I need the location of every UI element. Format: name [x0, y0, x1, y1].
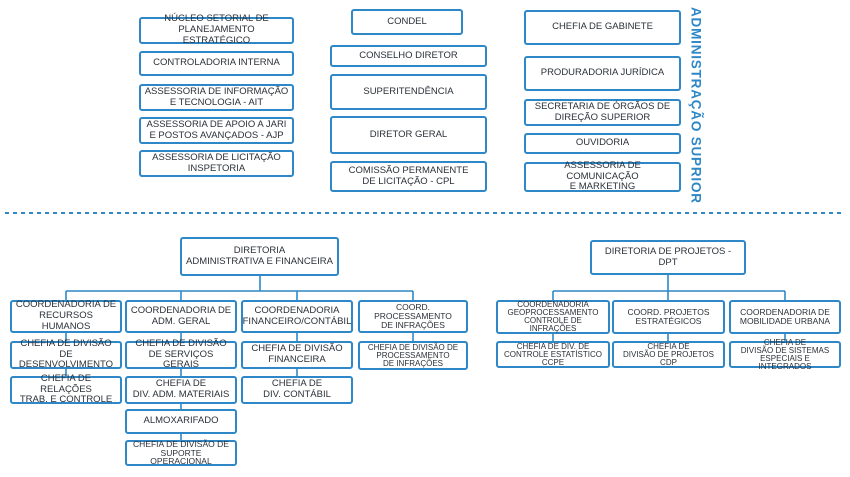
org-box-label: CONDEL: [387, 15, 427, 27]
org-box-label: OUVIDORIA: [575, 137, 630, 149]
org-box-label: ASSESSORIA DE INFORMAÇÃO E TECNOLOGIA - …: [144, 85, 289, 108]
org-box-label: CHEFIA DE DIVISÃO DE PROCESSAMENTO DE IN…: [367, 342, 459, 368]
org-box-conselho-diretor: CONSELHO DIRETOR: [330, 45, 487, 67]
org-box-label: COORD. PROJETOS ESTRATÉGICOS: [627, 307, 710, 326]
org-box-superintendencia: SUPERITENDÊNCIA: [330, 74, 487, 110]
dpt-proj-chefia-cdp: CHEFIA DE DIVISÃO DE PROJETOS CDP: [612, 341, 725, 368]
org-box-label: CHEFIA DE GABINETE: [552, 21, 653, 33]
daf-adm-almoxarifado: ALMOXARIFADO: [125, 409, 237, 434]
org-box-label: PRODURADORIA JURÍDICA: [540, 67, 665, 79]
org-box-assessoria-ait: ASSESSORIA DE INFORMAÇÃO E TECNOLOGIA - …: [139, 84, 294, 111]
dpt-title-box: DIRETORIA DE PROJETOS - DPT: [590, 240, 746, 275]
org-box-label: SUPERITENDÊNCIA: [363, 85, 454, 97]
section-title-vertical: ADMINISTRAÇÃO SUPRIOR: [688, 6, 704, 204]
dpt-coord-mobilidade: COORDENADORIA DE MOBILIDADE URBANA: [729, 300, 841, 334]
daf-coord-financeiro: COORDENADORIA FINANCEIRO/CONTÁBIL: [241, 300, 353, 333]
daf-adm-chefia-materiais: CHEFIA DE DIV. ADM. MATERIAIS: [125, 376, 237, 404]
dpt-coord-projetos: COORD. PROJETOS ESTRATÉGICOS: [612, 300, 725, 334]
org-box-label: COORDENADORIA DE RECURSOS HUMANOS: [15, 299, 117, 332]
org-box-label: CONTROLADORIA INTERNA: [153, 57, 280, 69]
org-box-label: ASSESSORIA DE COMUNICAÇÃO E MARKETING: [564, 159, 641, 193]
dpt-coord-geoprocessamento: COORDENADORIA GEOPROCESSAMENTO CONTROLE …: [496, 300, 610, 334]
org-box-ouvidoria: OUVIDORIA: [524, 133, 681, 154]
daf-proc-chefia-infracoes: CHEFIA DE DIVISÃO DE PROCESSAMENTO DE IN…: [358, 341, 468, 370]
org-box-label: DIRETOR GERAL: [369, 128, 448, 140]
org-box-label: COMISSÃO PERMANENTE DE LICITAÇÃO - CPL: [348, 164, 469, 187]
org-box-label: ASSESSORIA DE APOIO A JARI E POSTOS AVAN…: [146, 118, 287, 141]
org-box-label: CHEFIA DE DIVISÃO DE DESENVOLVIMENTO: [18, 337, 114, 371]
org-box-label: CHEFIA DE DIVISÃO DE PROJETOS CDP: [623, 341, 714, 367]
daf-fin-chefia-contabil: CHEFIA DE DIV. CONTÁBIL: [241, 376, 353, 404]
daf-title-box: DIRETORIA ADMINISTRATIVA E FINANCEIRA: [180, 237, 339, 276]
dpt-mob-chefia-sistemas: CHEFIA DE DIVISÃO DE SISTEMAS ESPECIAIS …: [729, 337, 841, 371]
daf-adm-chefia-suporte: CHEFIA DE DIVISÃO DE SUPORTE OPERACIONAL: [125, 438, 237, 467]
org-box-assessoria-ajp: ASSESSORIA DE APOIO A JARI E POSTOS AVAN…: [139, 117, 294, 144]
org-box-label: SECRETARIA DE ÓRGÃOS DE DIREÇÃO SUPERIOR: [534, 100, 671, 123]
daf-coord-processamento: COORD. PROCESSAMENTO DE INFRAÇÕES: [358, 300, 468, 333]
org-box-assessoria-comunicacao: ASSESSORIA DE COMUNICAÇÃO E MARKETING: [524, 159, 681, 193]
org-box-label: COORDENADORIA FINANCEIRO/CONTÁBIL: [242, 304, 352, 327]
daf-coord-adm-geral: COORDENADORIA DE ADM. GERAL: [125, 300, 237, 333]
org-box-controladoria: CONTROLADORIA INTERNA: [139, 51, 294, 76]
dpt-connectors: [552, 275, 786, 341]
daf-rh-chefia-desenvolvimento: CHEFIA DE DIVISÃO DE DESENVOLVIMENTO: [10, 337, 122, 371]
org-box-secretaria-orgaos: SECRETARIA DE ÓRGÃOS DE DIREÇÃO SUPERIOR: [524, 99, 681, 126]
org-box-condel: CONDEL: [351, 9, 463, 35]
org-box-label: DIRETORIA DE PROJETOS - DPT: [604, 245, 732, 268]
org-box-label: CONSELHO DIRETOR: [359, 49, 458, 61]
org-box-label: ALMOXARIFADO: [143, 415, 219, 427]
daf-rh-chefia-relacoes: CHEFIA DE RELAÇÕES TRAB. E CONTROLE: [10, 372, 122, 406]
org-box-label: DIRETORIA ADMINISTRATIVA E FINANCEIRA: [186, 244, 333, 267]
org-box-procuradoria-juridica: PRODURADORIA JURÍDICA: [524, 56, 681, 91]
org-box-label: COORDENADORIA DE MOBILIDADE URBANA: [739, 307, 831, 326]
daf-adm-chefia-servicos-gerais: CHEFIA DE DIVISÃO DE SERVIÇOS GERAIS: [125, 337, 237, 371]
org-box-label: CHEFIA DE DIV. CONTÁBIL: [263, 378, 331, 400]
daf-coord-rh: COORDENADORIA DE RECURSOS HUMANOS: [10, 299, 122, 333]
org-box-label: CHEFIA DE DIV. DE CONTROLE ESTATÍSTICO C…: [504, 341, 602, 367]
org-box-label: CHEFIA DE DIVISÃO DE SERVIÇOS GERAIS: [135, 337, 227, 371]
org-box-label: NÚCLEO SETORIAL DE PLANEJAMENTO ESTRATÉG…: [164, 13, 269, 46]
org-box-label: CHEFIA DE DIV. ADM. MATERIAIS: [132, 378, 230, 400]
org-box-label: COORDENADORIA DE ADM. GERAL: [130, 304, 232, 327]
daf-fin-chefia-financeira: CHEFIA DE DIVISÃO FINANCEIRA: [241, 341, 353, 369]
dpt-geo-chefia-estatistico: CHEFIA DE DIV. DE CONTROLE ESTATÍSTICO C…: [496, 341, 610, 368]
org-box-label: CHEFIA DE DIVISÃO FINANCEIRA: [251, 343, 343, 365]
org-box-label: COORDENADORIA GEOPROCESSAMENTO CONTROLE …: [507, 300, 599, 333]
org-box-label: CHEFIA DE DIVISÃO DE SISTEMAS ESPECIAIS …: [740, 337, 830, 371]
org-box-label: CHEFIA DE RELAÇÕES TRAB. E CONTROLE: [19, 372, 113, 406]
org-box-assessoria-licitacao: ASSESSORIA DE LICITAÇÃO INSPETORIA: [139, 150, 294, 177]
org-box-diretor-geral: DIRETOR GERAL: [330, 116, 487, 154]
org-box-label: ASSESSORIA DE LICITAÇÃO INSPETORIA: [152, 151, 281, 174]
org-box-nucleo-planejamento: NÚCLEO SETORIAL DE PLANEJAMENTO ESTRATÉG…: [139, 13, 294, 46]
org-box-chefia-gabinete: CHEFIA DE GABINETE: [524, 10, 681, 45]
org-box-label: COORD. PROCESSAMENTO DE INFRAÇÕES: [374, 302, 452, 330]
org-box-cpl: COMISSÃO PERMANENTE DE LICITAÇÃO - CPL: [330, 161, 487, 192]
org-box-label: CHEFIA DE DIVISÃO DE SUPORTE OPERACIONAL: [133, 438, 229, 467]
